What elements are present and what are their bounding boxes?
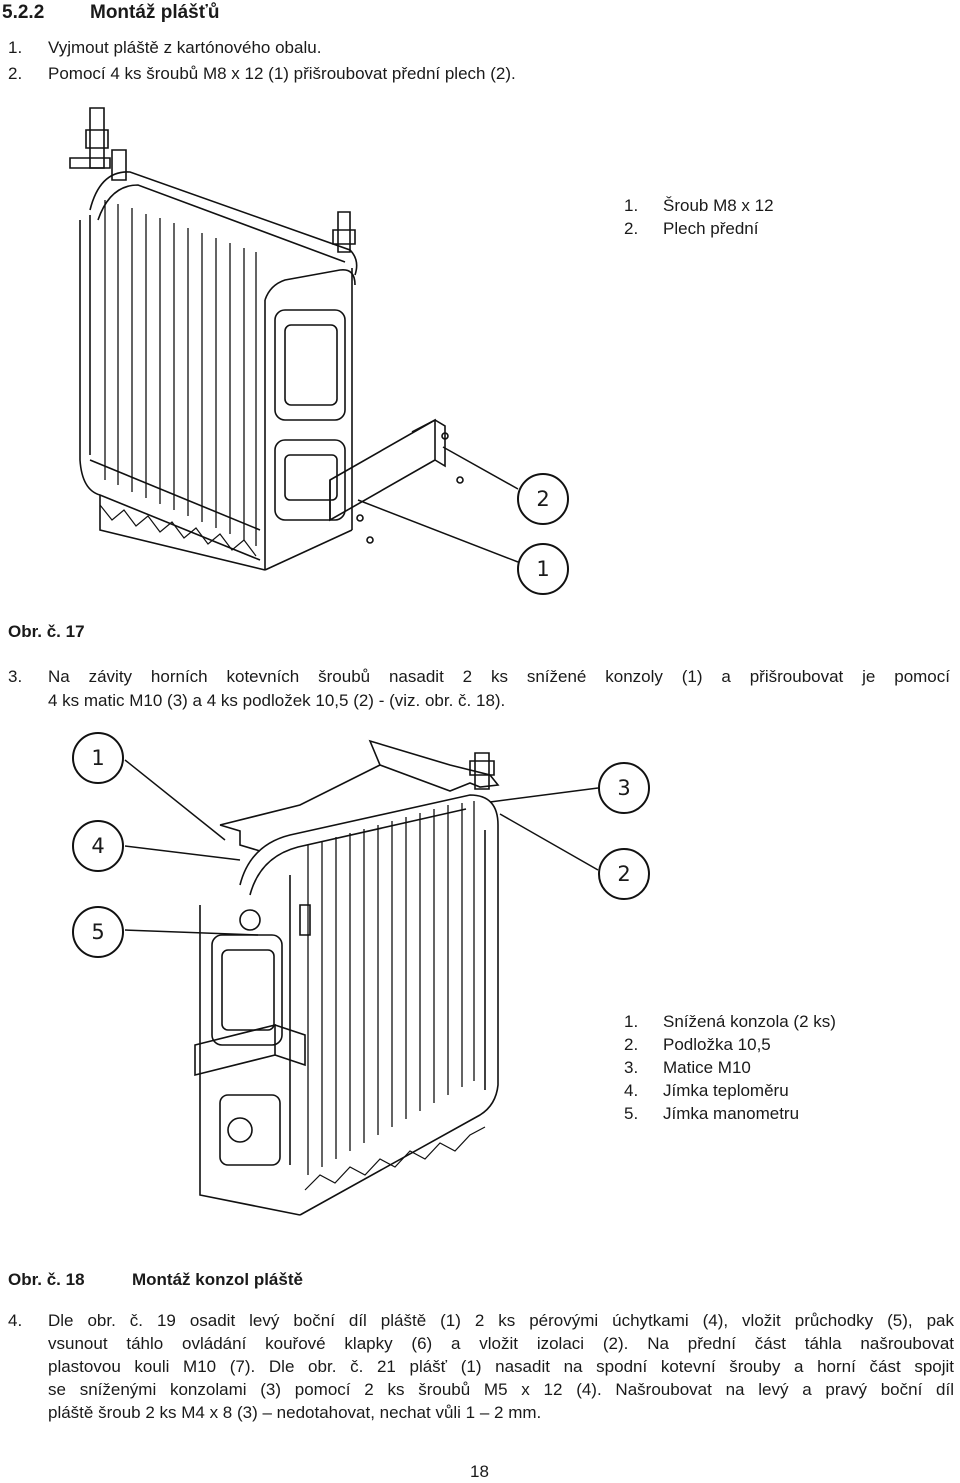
fig18-legend-5-number: 5. <box>624 1104 639 1123</box>
step-1-number: 1. <box>8 38 23 57</box>
fig17-legend-2-text: Plech přední <box>663 219 759 238</box>
page-number: 18 <box>470 1462 489 1481</box>
fig18-legend-1-text: Snížená konzola (2 ks) <box>663 1012 836 1031</box>
fig18-legend-3-text: Matice M10 <box>663 1058 751 1077</box>
step-2-text: Pomocí 4 ks šroubů M8 x 12 (1) přišroubo… <box>48 64 516 83</box>
fig17-legend-1-number: 1. <box>624 196 639 215</box>
step-2-number: 2. <box>8 64 23 83</box>
fig18-legend-4-number: 4. <box>624 1081 639 1100</box>
step-4-line-3: plastovou kouli M10 (7). Dle obr. č. 21 … <box>48 1357 954 1376</box>
step-3-line-1: Na závity horních kotevních šroubů nasad… <box>48 667 950 686</box>
fig18-callout-4: 4 <box>72 820 124 872</box>
fig17-leader-lines <box>0 0 960 600</box>
step-4-line-2: vsunout táhlo ovládání kouřové klapky (6… <box>48 1334 954 1353</box>
boiler-console-drawing <box>180 735 560 1235</box>
fig18-legend-3-number: 3. <box>624 1058 639 1077</box>
step-3-line-2: 4 ks matic M10 (3) a 4 ks podložek 10,5 … <box>48 691 506 710</box>
fig18-callout-5: 5 <box>72 906 124 958</box>
fig18-callout-3: 3 <box>598 762 650 814</box>
fig17-legend-2-number: 2. <box>624 219 639 238</box>
step-3-number: 3. <box>8 667 23 686</box>
fig17-legend-1-text: Šroub M8 x 12 <box>663 196 774 215</box>
fig18-caption-title: Montáž konzol pláště <box>132 1270 303 1289</box>
fig18-caption-number: Obr. č. 18 <box>8 1270 85 1289</box>
fig17-caption: Obr. č. 17 <box>8 622 85 641</box>
fig18-legend-1-number: 1. <box>624 1012 639 1031</box>
fig18-leader-lines <box>0 730 960 990</box>
fig17-callout-2: 2 <box>517 473 569 525</box>
section-number: 5.2.2 <box>2 2 45 23</box>
fig18-legend-5-text: Jímka manometru <box>663 1104 800 1123</box>
fig18-legend-4-text: Jímka teploměru <box>663 1081 789 1100</box>
fig18-legend-2-number: 2. <box>624 1035 639 1054</box>
fig17-callout-1: 1 <box>517 543 569 595</box>
section-title: Montáž plášťů <box>90 2 220 23</box>
step-1-text: Vyjmout pláště z kartónového obalu. <box>48 38 322 57</box>
step-4-number: 4. <box>8 1311 23 1330</box>
fig18-legend-2-text: Podložka 10,5 <box>663 1035 771 1054</box>
step-4-line-4: se sníženými konzolami (3) pomocí 2 ks š… <box>48 1380 954 1399</box>
step-4-line-1: Dle obr. č. 19 osadit levý boční díl plá… <box>48 1311 954 1330</box>
step-4-line-5: pláště šroub 2 ks M4 x 8 (3) – nedotahov… <box>48 1403 542 1422</box>
fig18-callout-1: 1 <box>72 732 124 784</box>
boiler-front-plate-drawing <box>60 100 500 580</box>
fig18-callout-2: 2 <box>598 848 650 900</box>
